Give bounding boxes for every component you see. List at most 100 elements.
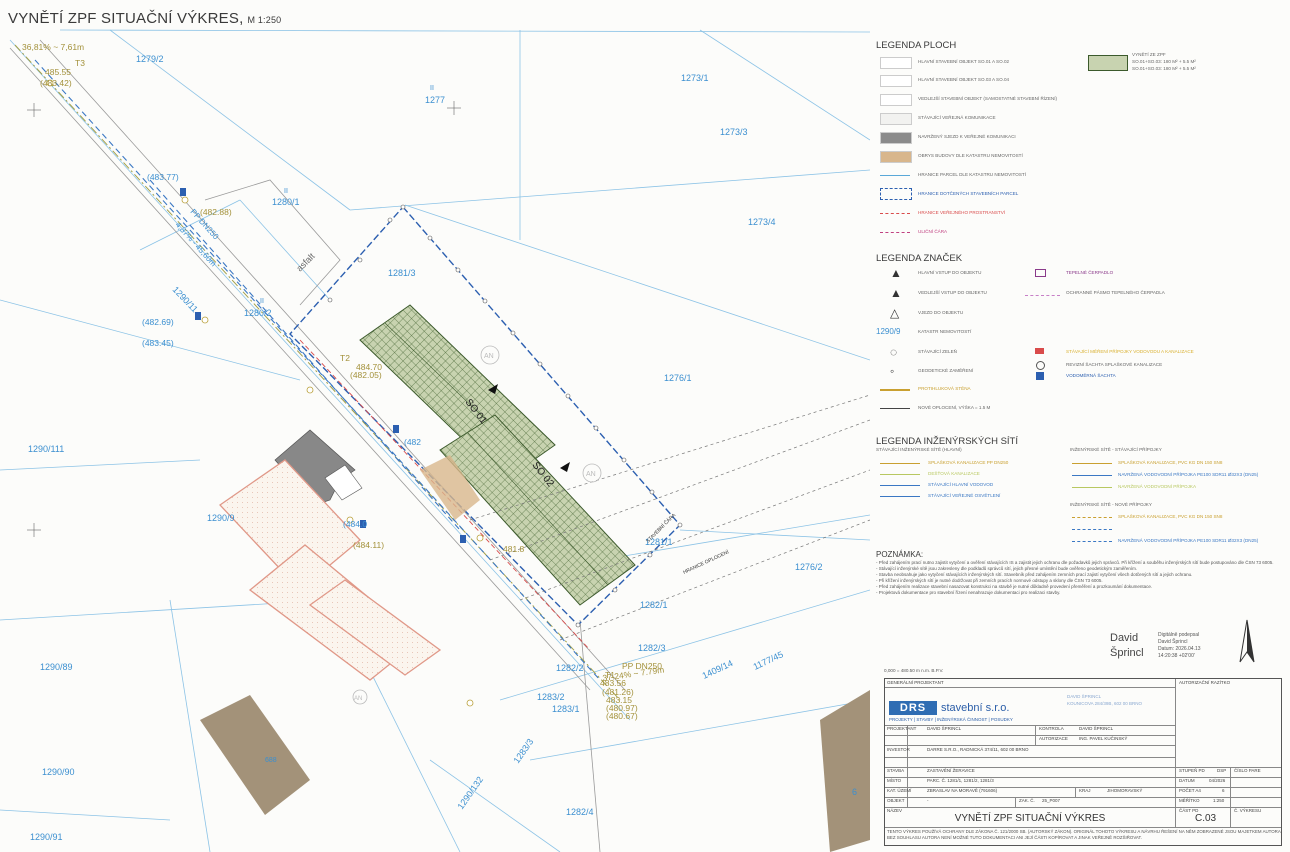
road-label: asfalt — [294, 251, 317, 274]
projektant-value: DAVID ŠPRINCL — [927, 726, 962, 731]
investor-value: DARRE s.r.o., RADNICKÁ 374/11, 602 00 BR… — [927, 747, 1029, 752]
legend-symbol-icon: ◌ — [890, 345, 898, 359]
legend-area-label: HRANICE DOTČENÝCH STAVEBNÍCH PARCEL — [918, 191, 1019, 196]
meritko-label: MĚŘÍTKO — [1179, 798, 1200, 803]
stavba-value: ZASTAVĚNÍ ŽERAVICE — [927, 768, 975, 773]
sample-parcel-number: 1290/9 — [876, 327, 901, 336]
legend-symbol-icon: ▲ — [890, 266, 902, 280]
investor-label: INVESTOR — [887, 747, 910, 752]
legend-symbol-label: GEODETICKÉ ZAMĚŘENÍ — [918, 368, 974, 373]
elevation-label: (483.45) — [142, 338, 174, 348]
elevation-label: (481.26) — [602, 687, 634, 697]
network-swatch — [1072, 529, 1112, 530]
fence-swatch — [880, 408, 910, 409]
legend-symbol-right-label: VODOMĚRNÁ ŠACHTA — [1066, 373, 1116, 378]
pocet-label: POČET A4 — [1179, 788, 1201, 793]
cislo-label: ČÍSLO PARE — [1234, 768, 1261, 773]
network-swatch — [880, 463, 920, 464]
site-plan-map: 1279/212771273/11273/31273/41280/11280/2… — [0, 29, 870, 852]
parcel-label: 1290/91 — [30, 832, 63, 842]
legend-area-swatch — [880, 175, 910, 176]
elevation-label: 483.56 — [600, 678, 626, 688]
elevation-label: (482.88) — [200, 207, 232, 217]
misto-value: PARC. Č. 1281/1, 1281/2, 1281/3 — [927, 778, 994, 783]
copyright-footer: TENTO VÝKRES POUŽÍVÁ OCHRANY DLE ZÁKONA … — [887, 829, 1283, 840]
legend-area-swatch — [880, 232, 910, 233]
elevation-label: (480.67) — [606, 711, 638, 721]
pipe-label-bottom: PP DN250 — [622, 661, 662, 671]
network-swatch — [880, 474, 920, 475]
heat-pump-zone-swatch — [1025, 295, 1060, 296]
boundary-points — [327, 204, 683, 628]
objekt-label: OBJEKT — [887, 798, 905, 803]
legend-area-swatch — [880, 94, 912, 106]
note-line: - Před zahájením prací nutno zajistit vy… — [876, 560, 1274, 565]
parcel-label: 1282/4 — [566, 807, 594, 817]
legend-networks: LEGENDA INŽENÝRSKÝCH SÍTÍ — [876, 436, 1286, 447]
legend-area-swatch — [880, 188, 912, 200]
legend-area-swatch — [880, 57, 912, 69]
kraj-value: JIHOMORAVSKÝ — [1107, 788, 1143, 793]
legend-area-label: OBRYS BUDOVY DLE KATASTRU NEMOVITOSTÍ — [918, 153, 1023, 158]
legend-symbol-right-label: OCHRANNÉ PÁSMO TEPELNÉHO ČERPADLA — [1066, 290, 1165, 295]
signature-name-2: Šprincl — [1110, 647, 1144, 659]
stupen-value: DSP — [1217, 768, 1227, 773]
parcel-label: 1283/3 — [511, 737, 535, 765]
an-label: AN — [484, 353, 494, 360]
pocet-value: 6 — [1222, 788, 1225, 793]
legend-areas: LEGENDA PLOCH — [876, 40, 1286, 51]
ii-label: II — [430, 85, 434, 92]
north-arrow-icon — [1239, 619, 1255, 663]
parcel-label: 6 — [852, 787, 857, 797]
drawing-title-block: VYNĚTÍ ZPF SITUAČNÍ VÝKRES — [954, 813, 1106, 824]
parcel-label: 1290/132 — [455, 775, 485, 811]
elevation-label: (482.05) — [350, 370, 382, 380]
parcel-label: 1282/2 — [556, 663, 584, 673]
stupen-label: STUPEŇ PD — [1179, 768, 1205, 773]
company-logo: DRS — [889, 701, 937, 715]
parcel-label: 1273/1 — [681, 73, 709, 83]
parcel-label: 688 — [265, 757, 277, 764]
parcel-label: 1282/3 — [638, 643, 666, 653]
digital-sign-4: 14:20:38 +02'00' — [1158, 653, 1195, 659]
parcel-label: 1280/2 — [244, 308, 272, 318]
height-note: 0,000 = 480.50 m n.m. B.P.V. — [884, 668, 944, 673]
company-name: stavební s.r.o. — [941, 702, 1010, 714]
legend-symbol-icon: △ — [890, 306, 900, 320]
legend-symbol-label: VEDLEJŠÍ VSTUP DO OBJEKTU — [918, 290, 987, 295]
parcel-label: 1409/14 — [701, 658, 735, 681]
parcel-label: 1290/90 — [42, 767, 75, 777]
projektant-label: PROJEKTANT — [887, 726, 917, 731]
note-line: - Stávající inženýrské sítě jsou zakresl… — [876, 566, 1138, 571]
kraj-label: KRAJ — [1079, 788, 1091, 793]
kat-value: ZBRASLAV NA MORAVĚ (791606) — [927, 788, 998, 793]
legend-symbols: LEGENDA ZNAČEK — [876, 253, 1286, 264]
network-swatch — [1072, 463, 1112, 464]
digital-sign-2: David Šprincl — [1158, 639, 1188, 645]
measurement-icon — [1035, 348, 1044, 354]
network-swatch — [880, 485, 920, 486]
network-label: STÁVAJÍCÍ VEŘEJNÉ OSVĚTLENÍ — [928, 493, 1001, 498]
parcel-label: 1281/3 — [388, 268, 416, 278]
parcel-label: 1290/111 — [28, 444, 64, 454]
ii-label: II — [284, 188, 288, 195]
legend-area-swatch — [880, 213, 910, 214]
parcel-label: 1283/2 — [537, 692, 565, 702]
elevation-label: 484.70 — [356, 362, 382, 372]
elevation-label: (483.42) — [40, 78, 72, 88]
legend-networks-title: LEGENDA INŽENÝRSKÝCH SÍTÍ — [876, 436, 1019, 447]
parcel-label: 1290/89 — [40, 662, 73, 672]
network-label: SPLAŠKOVÁ KANALIZACE, PVC KG DN 150 SN8 — [1118, 460, 1223, 465]
note-line: - Při křížení inženýrských sítí je nutné… — [876, 578, 1103, 583]
digital-sign-1: Digitálně podepsal — [1158, 632, 1200, 638]
meritko-value: 1:250 — [1213, 798, 1225, 803]
legend-symbol-right-label: TEPELNÉ ČERPADLO — [1066, 270, 1114, 275]
autorizace-label: AUTORIZACE — [1039, 736, 1068, 741]
parcel-label: 1273/4 — [748, 217, 776, 227]
legend-symbol-label: VJEZD DO OBJEKTU — [918, 310, 964, 315]
parcel-label: 1290/11 — [171, 284, 200, 314]
legend-area-swatch — [880, 151, 912, 163]
company-sub: PROJEKTY | STAVBY | INŽENÝRSKÁ ČINNOST |… — [889, 717, 1013, 722]
legend-symbol-label: PROTIHLUKOVÁ STĚNA — [918, 386, 971, 391]
elevation-label: (482 — [404, 437, 421, 447]
